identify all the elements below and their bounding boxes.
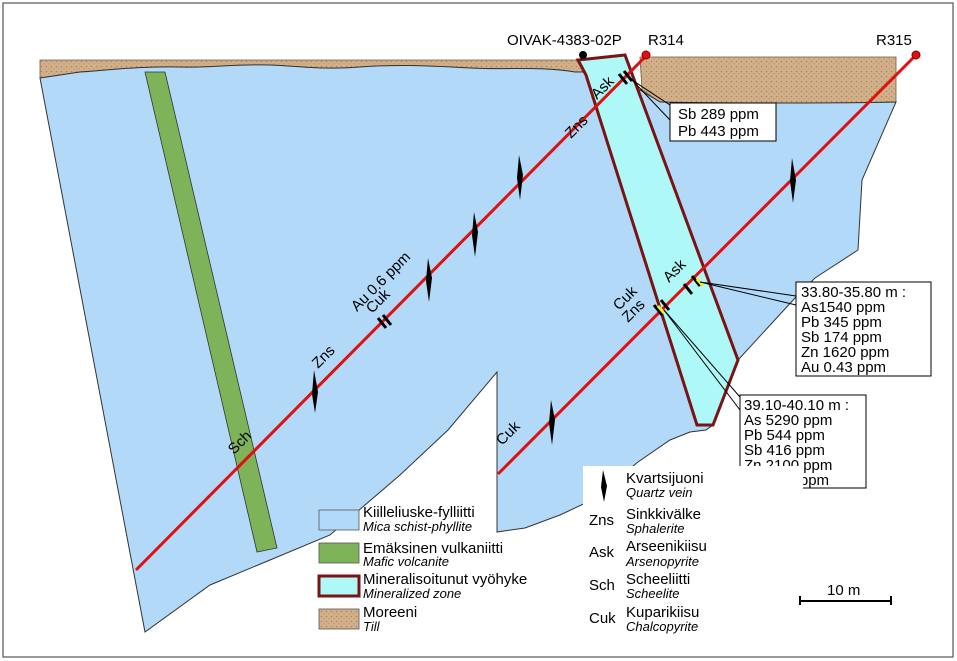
legend-label-fi: Moreeni [363, 604, 417, 621]
callout-box-top: Sb 289 ppm Pb 443 ppm [669, 102, 777, 142]
sample-ticks [376, 70, 702, 329]
sample-tick [659, 299, 671, 311]
collar-oivak[interactable] [579, 51, 587, 59]
callout-line: Pb 345 ppm [801, 314, 882, 331]
quartz-vein-icon [601, 470, 607, 502]
legend-swatch-mafic [318, 542, 360, 564]
legend-units: Kiilleliuske-fylliitti Mica schist-phyll… [317, 504, 527, 634]
legend-label-fi: Mineralisoitunut vyöhyke [363, 571, 527, 588]
callout-leaders [631, 79, 797, 411]
legend-code-fi: Kvartsijuoni [626, 470, 704, 487]
drillhole-trace-r315 [496, 53, 918, 476]
callout-line: Sb 416 ppm [744, 442, 825, 459]
legend-label-en: Mineralized zone [363, 586, 461, 601]
callout-box-mid: 33.80-35.80 m : As1540 ppm Pb 345 ppm Sb… [795, 281, 932, 377]
mafic-volcanite-dyke [144, 71, 278, 553]
sample-highlight [656, 305, 666, 314]
legend-code-en: Scheelite [626, 586, 679, 601]
collar-r315[interactable] [911, 50, 921, 60]
sample-tick [690, 275, 702, 287]
legend-code-en: Quartz vein [626, 485, 692, 500]
sample-tick [617, 73, 629, 85]
sample-tick [376, 317, 388, 329]
sample-tick [682, 283, 694, 295]
callout-box-low: 39.10-40.10 m : As 5290 ppm Pb 544 ppm S… [739, 394, 867, 489]
scale-bar: 10 m [799, 582, 892, 605]
profile-label-r315: R315 [876, 32, 912, 49]
callout-line: Zn 1620 ppm [801, 344, 889, 361]
legend-code-fi: Sinkkivälke [626, 506, 701, 523]
callout-line: 39.10-40.10 m : [744, 397, 849, 414]
profile-label-r314: R314 [648, 32, 684, 49]
sample-tick [652, 304, 664, 316]
callout-line: Sb 289 ppm [678, 106, 759, 123]
till-layer-right [639, 56, 897, 104]
mineralized-zone [575, 53, 740, 427]
legend-label-en: Mafic volcanite [363, 554, 449, 569]
legend-swatch-mica-schist [318, 509, 360, 531]
quartz-vein [549, 400, 555, 445]
legend-code-fi: Scheeliitti [626, 571, 690, 588]
callout-line: Pb 544 ppm [744, 427, 825, 444]
legend-code: Ask [589, 544, 615, 561]
quartz-vein [472, 212, 478, 257]
callout-line: Au 0.43 ppm [801, 359, 886, 376]
legend-code: Zns [589, 512, 614, 529]
drillhole-name-label: OIVAK-4383-02P [507, 32, 622, 49]
legend-codes: Kvartsijuoni Quartz vein Zns Sinkkivälke… [583, 466, 803, 634]
legend-label-fi: Emäksinen vulkaniitti [363, 540, 503, 557]
callout-line: Sb 174 ppm [801, 329, 882, 346]
quartz-vein [312, 370, 318, 413]
drillhole-trace-r314 [134, 53, 649, 572]
legend-code-fi: Kuparikiisu [626, 604, 699, 621]
quartz-vein [517, 155, 523, 200]
legend-code-en: Chalcopyrite [626, 619, 698, 634]
sample-tick [381, 314, 393, 326]
legend-code-fi: Arseenikiisu [626, 538, 707, 555]
sample-tick [622, 70, 634, 82]
legend-swatch-till [318, 608, 360, 630]
legend-code-en: Arsenopyrite [625, 554, 699, 569]
callout-line: As 5290 ppm [744, 412, 832, 429]
legend-label-en: Mica schist-phyllite [363, 519, 472, 534]
collar-r314[interactable] [641, 50, 651, 60]
legend-swatch-mineralized [317, 574, 361, 598]
quartz-vein [426, 258, 432, 302]
callout-line: As1540 ppm [801, 299, 885, 316]
legend-code-en: Sphalerite [626, 521, 685, 536]
quartz-veins [312, 155, 796, 445]
legend-code: Sch [589, 577, 615, 594]
scale-bar-label: 10 m [827, 582, 860, 599]
callout-line: 33.80-35.80 m : [801, 284, 906, 301]
legend-label-en: Till [363, 619, 381, 634]
callout-line: Pb 443 ppm [678, 123, 759, 140]
legend-label-fi: Kiilleliuske-fylliitti [363, 504, 475, 521]
legend-code: Cuk [589, 610, 616, 627]
quartz-vein [790, 158, 796, 203]
